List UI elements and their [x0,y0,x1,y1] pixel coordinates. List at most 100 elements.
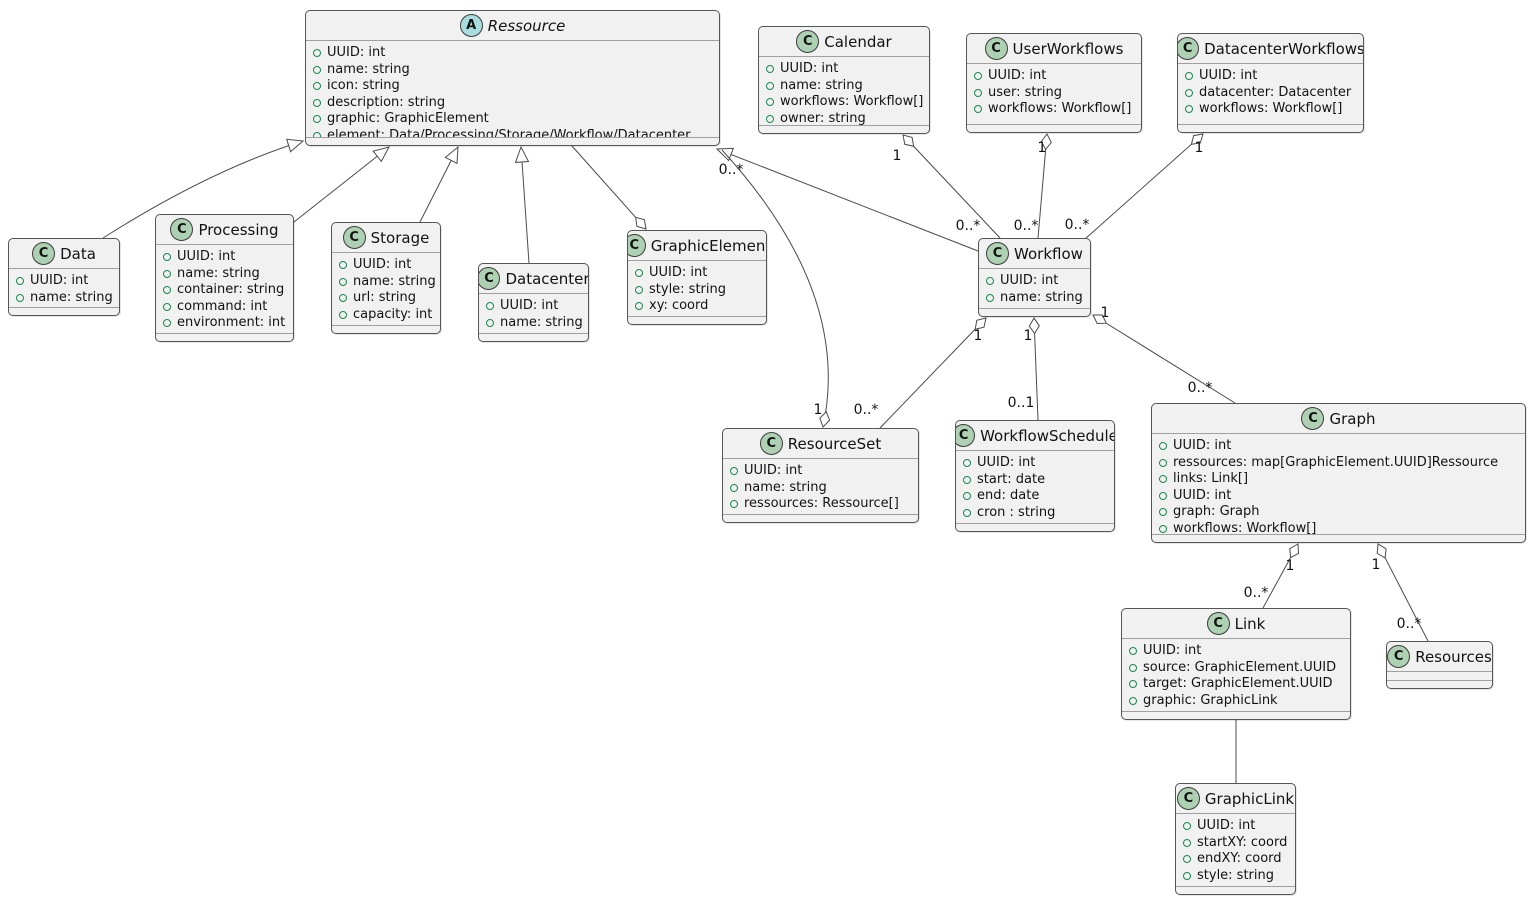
field-visibility-icon [313,115,321,124]
aggregation-diamond-icon [1376,543,1387,559]
attribute-row: name: string [16,290,113,307]
multiplicity-label: 0..* [1014,218,1039,234]
attribute-text: ressources: Ressource[] [744,496,899,511]
field-visibility-icon [1183,871,1191,880]
class-name: Workflow [1014,244,1083,263]
class-name: Link [1234,614,1266,633]
attribute-row: name: string [163,266,286,283]
attribute-row: UUID: int [730,463,911,480]
field-visibility-icon [163,269,171,278]
attribute-row: owner: string [766,111,922,125]
attribute-text: name: string [353,273,436,289]
edge-workflow-graph [1092,314,1236,404]
class-methods-empty-section [979,308,1090,316]
attribute-text: UUID: int [1197,818,1256,833]
class-name: Datacenter [505,269,589,288]
class-icon: C [1301,407,1325,430]
attribute-text: UUID: int [780,61,839,76]
attribute-row: name: string [986,290,1083,307]
attribute-text: UUID: int [1143,643,1202,658]
class-name: Storage [370,228,430,247]
class-name: Calendar [824,32,892,51]
attribute-row: graphic: GraphicLink [1129,693,1343,710]
multiplicity-label: 1 [1286,558,1295,574]
field-visibility-icon [963,459,971,468]
class-methods-empty-section [156,333,293,341]
attribute-row: style: string [1183,868,1288,885]
field-visibility-icon [635,302,643,311]
attribute-row: UUID: int [1129,643,1343,660]
class-attributes-resources [1387,671,1492,680]
class-icon: C [1178,37,1200,60]
multiplicity-label: 0..1 [1008,395,1035,411]
field-visibility-icon [1185,88,1193,97]
attribute-row: UUID: int [986,273,1083,290]
field-visibility-icon [1185,72,1193,81]
attribute-text: UUID: int [30,273,89,288]
multiplicity-label: 1 [1038,140,1047,156]
attribute-row: UUID: int [766,61,922,78]
attribute-text: endXY: coord [1197,851,1282,866]
attribute-text: environment: int [177,315,286,330]
edge-userworkflows-workflow [1037,133,1048,239]
attribute-row: UUID: int [1159,438,1518,455]
attribute-text: cron : string [977,504,1056,520]
attribute-text: container: string [177,282,285,297]
attribute-text: workflows: Workflow[] [988,101,1132,116]
attribute-row: UUID: int [313,45,712,62]
attribute-text: UUID: int [327,45,386,60]
multiplicity-label: 1 [893,148,902,164]
attribute-text: element: Data/Processing/Storage/Workflo… [327,127,691,138]
class-icon: C [32,242,56,265]
class-icon: C [984,37,1008,60]
edge-workflow-extends-ressource [716,148,979,252]
attribute-row: ressources: Ressource[] [730,496,911,513]
class-icon: C [1176,787,1200,810]
field-visibility-icon [766,81,774,90]
class-name: GraphicLink [1204,789,1295,808]
class-icon: C [759,432,783,455]
class-methods-empty-section [723,514,918,522]
class-icon: C [342,226,366,249]
abstract-class-icon: A [459,14,483,37]
attribute-row: links: Link[] [1159,471,1518,488]
class-name: GraphicElement [650,236,767,255]
attribute-text: style: string [649,281,727,297]
attribute-row: name: string [766,78,922,95]
field-visibility-icon [1129,696,1137,705]
field-visibility-icon [163,253,171,262]
edge-datacenter-extends-ressource [520,146,530,264]
attribute-row: environment: int [163,315,286,332]
multiplicity-label: 0..* [854,402,879,418]
aggregation-diamond-icon [635,216,647,230]
attribute-text: end: date [977,488,1040,503]
attribute-text: url: string [353,290,417,305]
field-visibility-icon [486,318,494,327]
field-visibility-icon [974,105,982,114]
multiplicity-label: 0..* [719,162,744,178]
class-name: Data [60,244,96,263]
attribute-text: datacenter: Datacenter [1199,84,1352,100]
attribute-row: style: string [635,282,759,299]
attribute-text: user: string [988,84,1062,100]
field-visibility-icon [1129,680,1137,689]
field-visibility-icon [963,508,971,517]
attribute-row: name: string [313,62,712,79]
attribute-text: ressources: map[GraphicElement.UUID]Ress… [1173,454,1499,470]
field-visibility-icon [339,310,347,319]
class-name: Processing [198,220,279,239]
class-name: DatacenterWorkflows [1204,39,1364,58]
edge-graph-resources [1377,543,1429,642]
aggregation-diamond-icon [1040,133,1052,151]
attribute-text: workflows: Workflow[] [1199,101,1343,116]
